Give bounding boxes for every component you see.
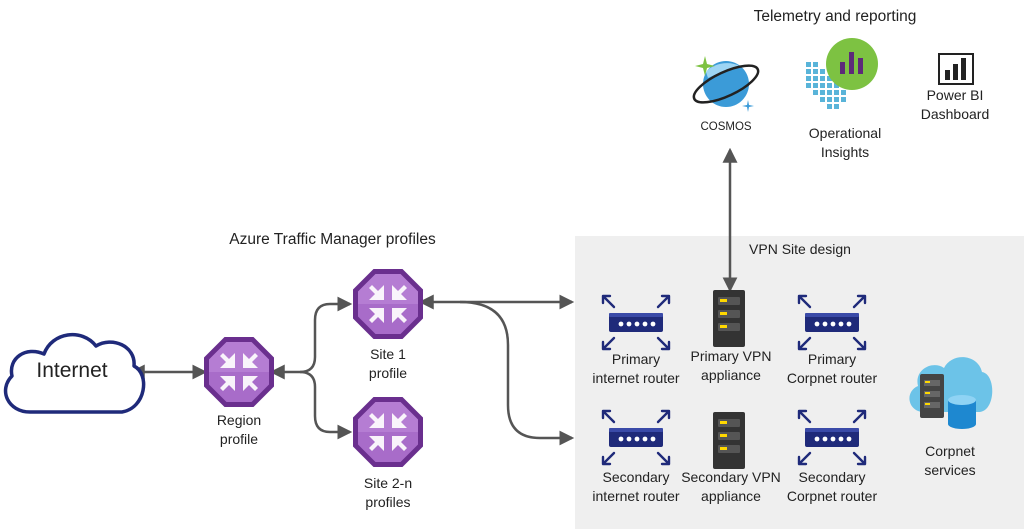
traffic-manager-title: Azure Traffic Manager profiles	[229, 231, 436, 248]
secondary-corpnet-router-label: Secondary Corpnet router	[772, 468, 892, 506]
secondary-vpn-server-icon	[713, 412, 745, 469]
powerbi-label-line1: Power BI	[926, 87, 984, 103]
region-label-line2: profile	[219, 431, 259, 447]
region-traffic-manager-icon	[204, 337, 274, 407]
pcr-line2: Corpnet router	[786, 370, 878, 386]
insights-label-line1: Operational	[808, 125, 882, 141]
corpnet-services-icon	[909, 357, 993, 429]
site1-secondary-connector	[459, 300, 575, 446]
site2-profiles-label: Site 2-n profiles	[343, 474, 433, 512]
primary-vpn-server-icon	[713, 290, 745, 347]
cosmos-label: COSMOS	[700, 121, 752, 133]
region-site1-connector	[269, 296, 353, 380]
powerbi-label-line2: Dashboard	[920, 106, 990, 122]
secondary-internet-router-label: Secondary internet router	[576, 468, 696, 506]
pvpn-line2: appliance	[701, 367, 761, 383]
site1-profile-label: Site 1 profile	[348, 345, 428, 383]
connectors	[129, 147, 738, 446]
operational-insights-icon	[806, 38, 878, 109]
svpn-line2: appliance	[701, 488, 761, 504]
powerbi-icon	[938, 53, 974, 85]
sir-line2: internet router	[592, 488, 680, 504]
cosmos-icon	[692, 56, 760, 112]
site2-label-line2: profiles	[365, 494, 411, 510]
secondary-vpn-label: Secondary VPN appliance	[672, 468, 790, 506]
primary-vpn-label: Primary VPN appliance	[672, 347, 790, 385]
primary-internet-router-icon	[601, 294, 671, 351]
pvpn-line1: Primary VPN	[690, 348, 772, 364]
telemetry-title: Telemetry and reporting	[753, 8, 917, 25]
site2-traffic-manager-icon	[353, 397, 423, 467]
cs-line1: Corpnet	[925, 443, 975, 459]
site1-traffic-manager-icon	[353, 269, 423, 339]
cloud-icon	[3, 332, 146, 414]
primary-internet-router-label: Primary internet router	[576, 350, 696, 388]
site2-label-line1: Site 2-n	[363, 475, 413, 491]
corpnet-services-label: Corpnet services	[910, 442, 990, 480]
region-label-line1: Region	[216, 412, 262, 428]
primary-corpnet-router-icon	[797, 294, 867, 351]
powerbi-label: Power BI Dashboard	[910, 86, 1000, 124]
vpn-site-title: VPN Site design	[749, 241, 851, 257]
secondary-internet-router-icon	[601, 409, 671, 466]
region-site2-connector	[299, 370, 353, 440]
scr-line1: Secondary	[798, 469, 866, 485]
svpn-line1: Secondary VPN	[681, 469, 781, 485]
secondary-corpnet-router-icon	[797, 409, 867, 466]
cs-line2: services	[924, 462, 976, 478]
primary-corpnet-router-label: Primary Corpnet router	[772, 350, 892, 388]
site1-label-line1: Site 1	[370, 346, 406, 362]
pir-line1: Primary	[611, 351, 661, 367]
operational-insights-label: Operational Insights	[785, 124, 905, 162]
internet-label: Internet	[36, 359, 108, 382]
insights-label-line2: Insights	[820, 144, 870, 160]
pcr-line1: Primary	[807, 351, 857, 367]
pir-line2: internet router	[592, 370, 680, 386]
scr-line2: Corpnet router	[786, 488, 878, 504]
sir-line1: Secondary	[602, 469, 670, 485]
site1-label-line2: profile	[368, 365, 408, 381]
region-profile-label: Region profile	[199, 411, 279, 449]
